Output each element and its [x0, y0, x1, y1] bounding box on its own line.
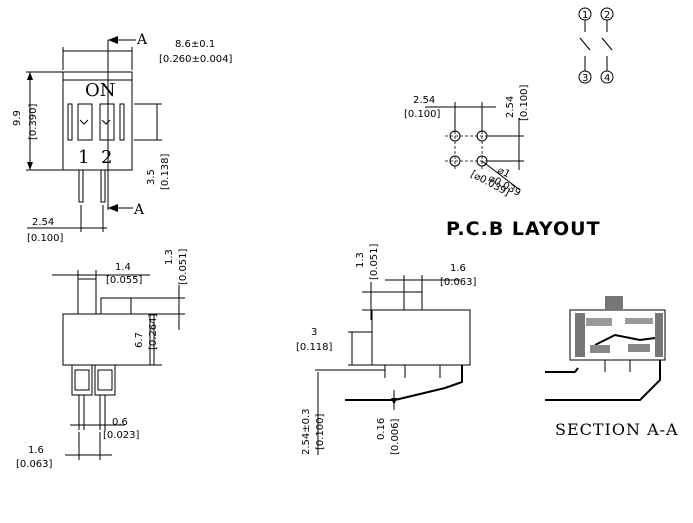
pcb-h-pitch-in: [0.100]: [404, 109, 441, 120]
pin-4-label: 4: [604, 73, 610, 84]
side-act-height-in: [0.051]: [178, 248, 189, 285]
pcb-v-pitch: 2.54: [505, 96, 516, 118]
position-2-label: 2: [101, 147, 112, 168]
pcb-layout: 2.54 [0.100] 2.54 [0.100] [⌀0.039] ⌀1 ⌀0…: [404, 84, 601, 240]
side-lead-pitch: 1.6: [28, 445, 44, 456]
rs-act-height: 1.3: [355, 252, 366, 268]
height-dim-in: [0.390]: [28, 103, 39, 140]
rs-act-width: 1.6: [450, 263, 466, 274]
side-lead-pitch-in: [0.063]: [16, 459, 53, 470]
right-side-view: 1.6 [0.063] 1.3 [0.051] 3 [0.118] 2.54±0…: [296, 243, 477, 455]
pitch-dim: 2.54: [32, 217, 54, 228]
side-body-height: 6.7: [134, 332, 145, 348]
height-dim: 9.9: [12, 110, 23, 126]
front-view: A A 8.6±0.1 [0.260±0.004] ON 1 2 9.9 [0: [12, 32, 233, 244]
on-label: ON: [85, 80, 116, 101]
pin-2-label: 2: [604, 10, 610, 21]
pin-dim: 3.5: [146, 169, 157, 185]
rs-thickness: 0.16: [376, 418, 387, 440]
rs-thickness-in: [0.006]: [390, 418, 401, 455]
pin-dim-in: [0.138]: [160, 153, 171, 190]
section-marker-top: A: [136, 32, 148, 48]
rs-act-width-in: [0.063]: [440, 277, 477, 288]
pitch-dim-in: [0.100]: [27, 233, 64, 244]
pcb-h-pitch: 2.54: [413, 95, 435, 106]
side-act-width: 1.4: [115, 262, 131, 273]
switch-schematic: 1 2 3 4: [578, 7, 614, 84]
pin-3-label: 3: [582, 73, 588, 84]
pcb-hole-dim: ⌀1: [496, 165, 512, 181]
rs-lead-len-in: [0.100]: [315, 413, 326, 450]
side-lead-dim: 0.6: [112, 417, 128, 428]
side-act-width-in: [0.055]: [106, 275, 143, 286]
side-lead-dim-in: [0.023]: [103, 430, 140, 441]
pin-1-label: 1: [582, 10, 588, 21]
section-a-a: SECTION A-A: [545, 296, 679, 439]
rs-act-height-in: [0.051]: [369, 243, 380, 280]
section-marker-bottom: A: [133, 202, 145, 218]
width-dim: 8.6±0.1: [175, 39, 215, 50]
position-1-label: 1: [78, 147, 89, 168]
rs-offset: 3: [311, 327, 317, 338]
pcb-v-pitch-in: [0.100]: [519, 84, 530, 121]
width-dim-in: [0.260±0.004]: [159, 54, 233, 65]
rs-offset-in: [0.118]: [296, 342, 333, 353]
side-act-height: 1.3: [164, 249, 175, 265]
rs-lead-len: 2.54±0.3: [301, 408, 312, 455]
section-title: SECTION A-A: [555, 420, 679, 439]
side-view: 1.4 [0.055] 1.3 [0.051] 6.7 [0.264] 0.6 …: [16, 248, 189, 470]
side-body-height-in: [0.264]: [148, 313, 159, 350]
pcb-layout-title: P.C.B LAYOUT: [446, 218, 601, 240]
